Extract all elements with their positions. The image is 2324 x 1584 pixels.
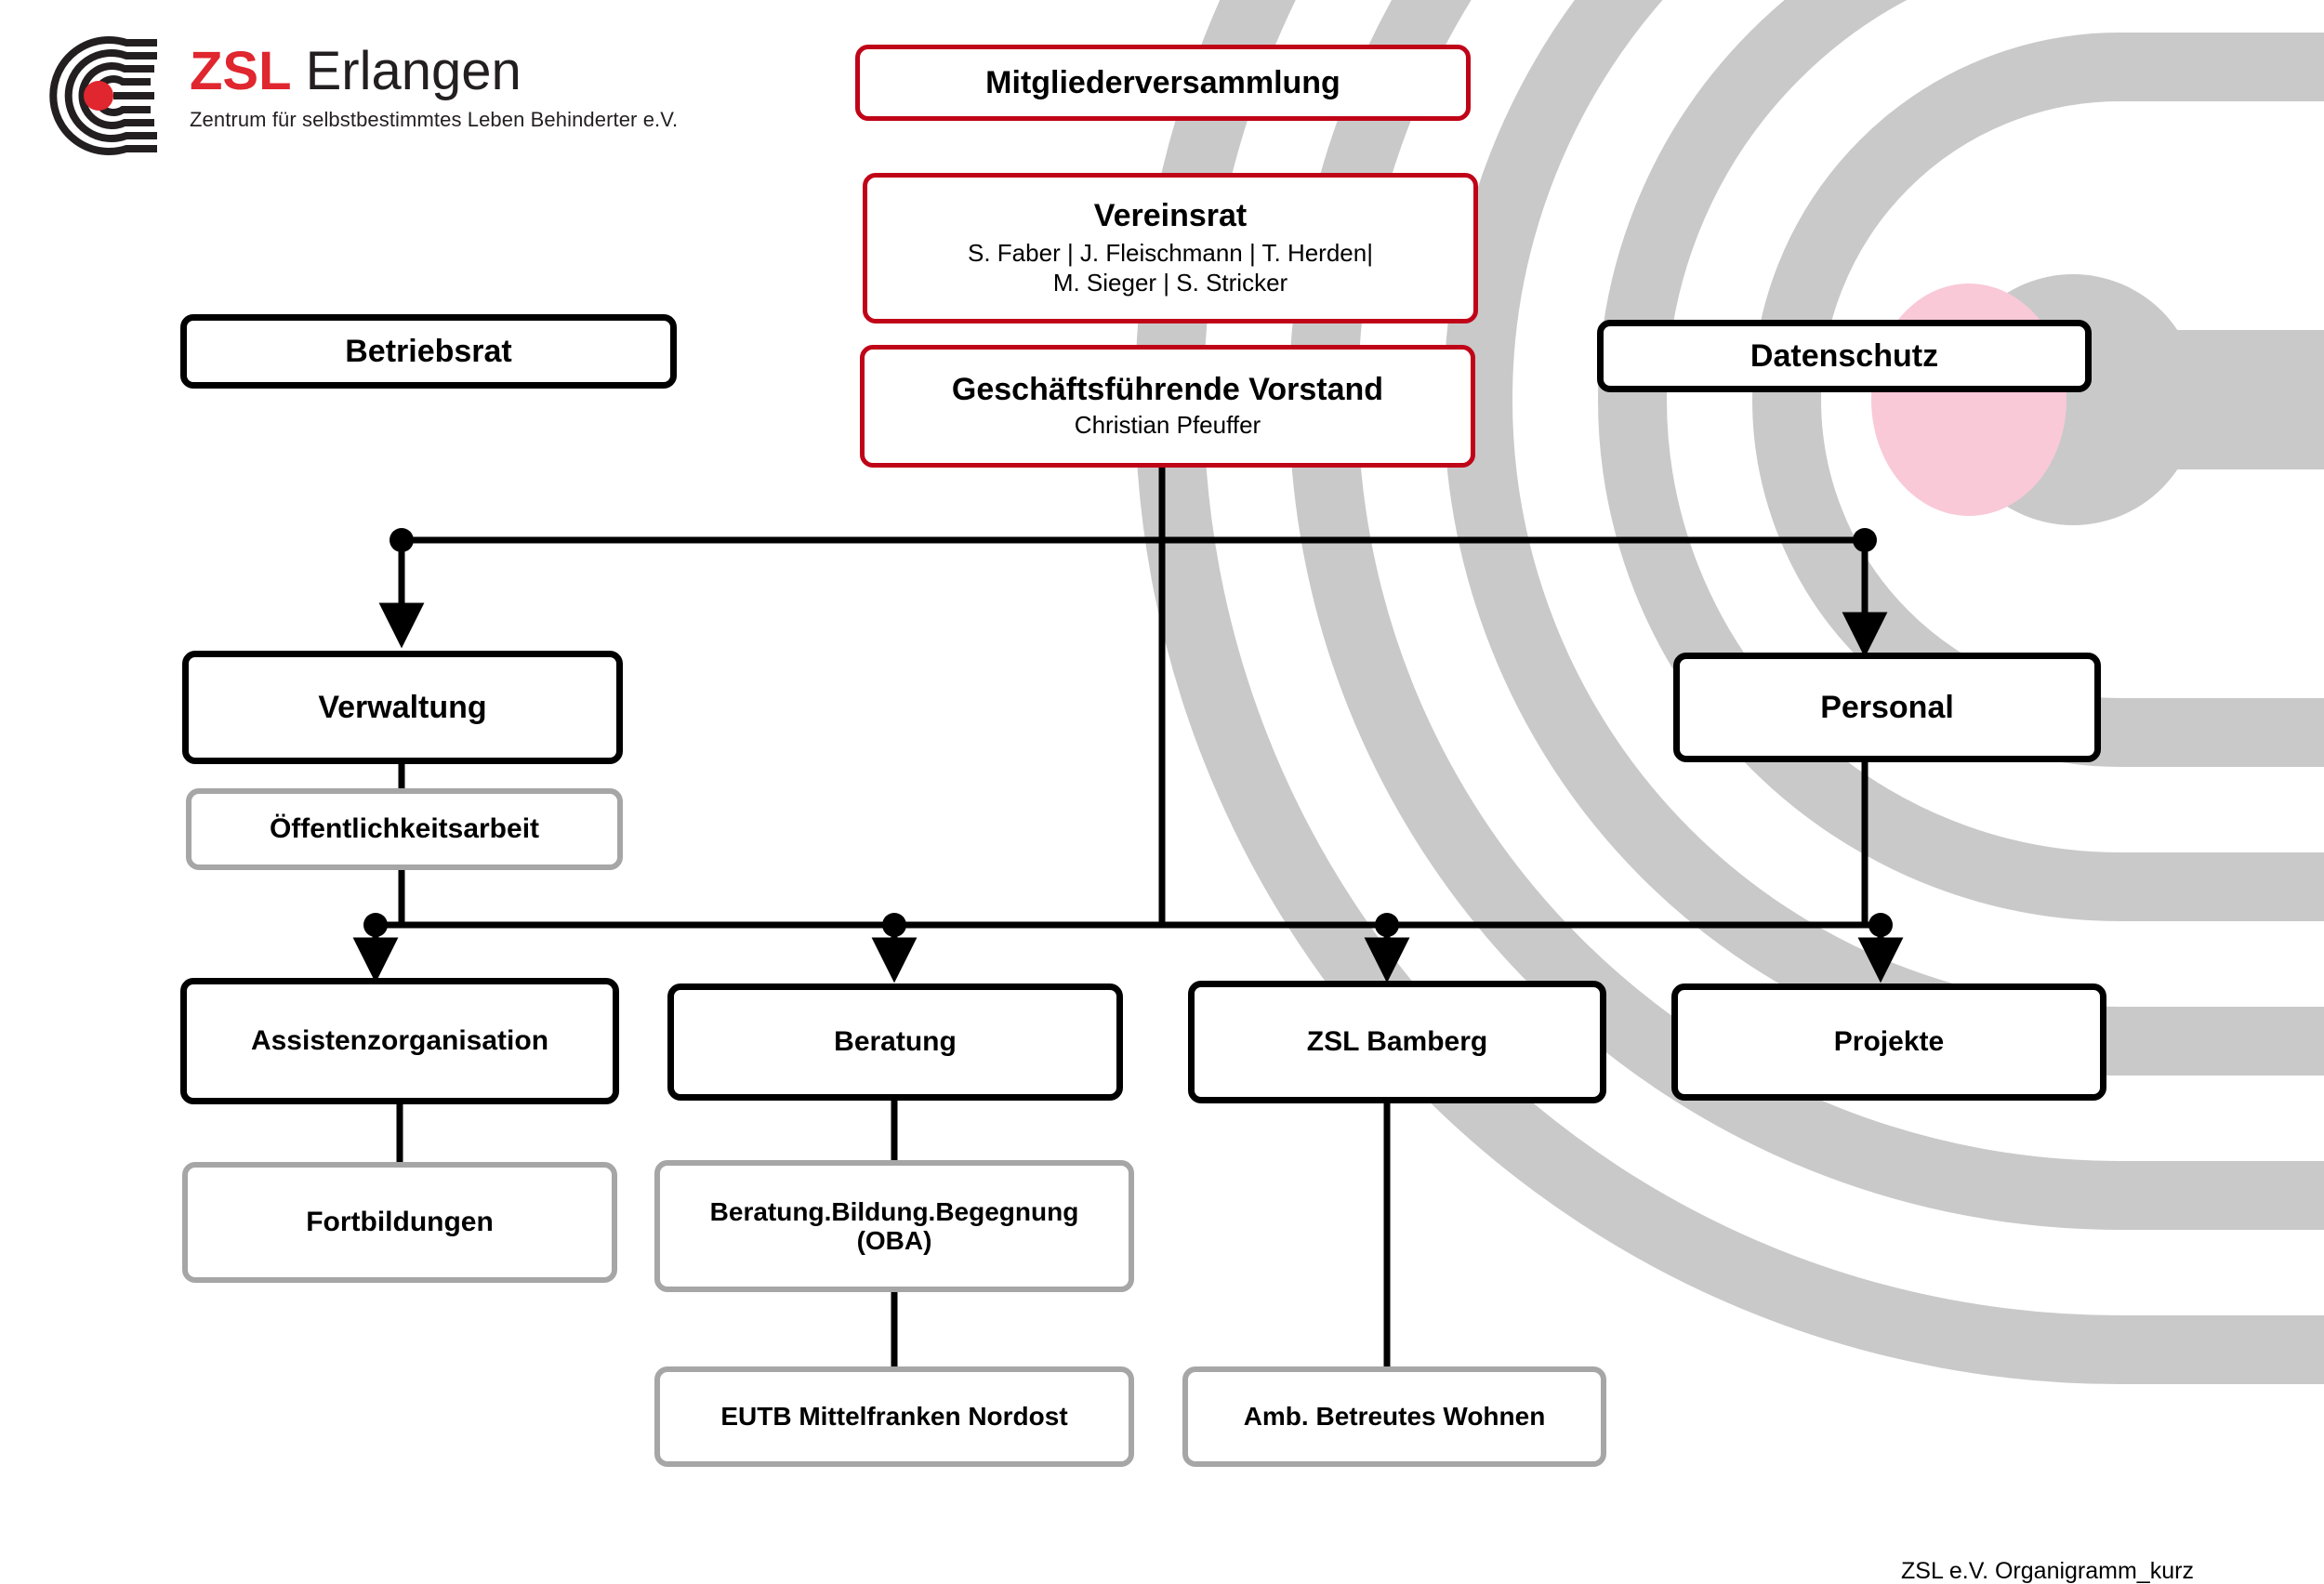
- node-oba[interactable]: Beratung.Bildung.Begegnung (OBA): [654, 1160, 1134, 1292]
- node-amb-betreutes-wohnen[interactable]: Amb. Betreutes Wohnen: [1182, 1366, 1606, 1467]
- node-title: Öffentlichkeitsarbeit: [269, 813, 540, 845]
- node-title: Beratung: [834, 1026, 957, 1058]
- node-fortbildungen[interactable]: Fortbildungen: [182, 1162, 617, 1283]
- node-zsl-bamberg[interactable]: ZSL Bamberg: [1188, 981, 1606, 1103]
- node-mitgliederversammlung[interactable]: Mitgliederversammlung: [855, 45, 1471, 121]
- zsl-logo-mark-icon: [49, 36, 157, 155]
- node-vereinsrat[interactable]: Vereinsrat S. Faber | J. Fleischmann | T…: [863, 173, 1478, 323]
- node-title: Geschäftsführende Vorstand: [951, 372, 1384, 408]
- node-eutb-mittelfranken-nordost[interactable]: EUTB Mittelfranken Nordost: [654, 1366, 1134, 1467]
- logo-tagline: Zentrum für selbstbestimmtes Leben Behin…: [190, 108, 679, 131]
- node-title: Betriebsrat: [345, 333, 512, 369]
- node-title-line-2: (OBA): [856, 1226, 932, 1255]
- node-verwaltung[interactable]: Verwaltung: [182, 651, 623, 764]
- node-title: Projekte: [1833, 1026, 1945, 1058]
- node-title: Vereinsrat: [1093, 198, 1248, 234]
- node-personal[interactable]: Personal: [1673, 653, 2101, 762]
- node-title: EUTB Mittelfranken Nordost: [720, 1402, 1068, 1432]
- logo-word-erlangen: Erlangen: [305, 41, 522, 101]
- node-title: Personal: [1820, 689, 1954, 725]
- node-members-line-2: M. Sieger | S. Stricker: [1052, 269, 1288, 297]
- node-projekte[interactable]: Projekte: [1671, 983, 2106, 1101]
- node-oeffentlichkeitsarbeit[interactable]: Öffentlichkeitsarbeit: [186, 788, 623, 870]
- node-title: Fortbildungen: [306, 1207, 494, 1238]
- node-person-name: Christian Pfeuffer: [1074, 411, 1261, 440]
- node-title: Verwaltung: [318, 689, 487, 725]
- node-title: ZSL Bamberg: [1306, 1026, 1488, 1058]
- node-geschaeftsfuehrende-vorstand[interactable]: Geschäftsführende Vorstand Christian Pfe…: [860, 345, 1475, 468]
- zsl-logo: ZSL Erlangen Zentrum für selbstbestimmte…: [41, 35, 692, 156]
- node-title-line-1: Beratung.Bildung.Begegnung: [709, 1196, 1079, 1226]
- node-datenschutz[interactable]: Datenschutz: [1597, 320, 2092, 392]
- node-betriebsrat[interactable]: Betriebsrat: [180, 314, 677, 389]
- logo-word-zsl: ZSL: [190, 41, 291, 101]
- node-title: Mitgliederversammlung: [985, 64, 1340, 100]
- document-label: ZSL e.V. Organigramm_kurz: [1901, 1558, 2194, 1584]
- node-title: Datenschutz: [1750, 337, 1939, 374]
- node-assistenzorganisation[interactable]: Assistenzorganisation: [180, 978, 619, 1104]
- node-title: Amb. Betreutes Wohnen: [1243, 1402, 1546, 1432]
- node-title: Assistenzorganisation: [250, 1025, 549, 1057]
- node-members-line-1: S. Faber | J. Fleischmann | T. Herden|: [968, 239, 1373, 268]
- node-beratung[interactable]: Beratung: [667, 983, 1123, 1101]
